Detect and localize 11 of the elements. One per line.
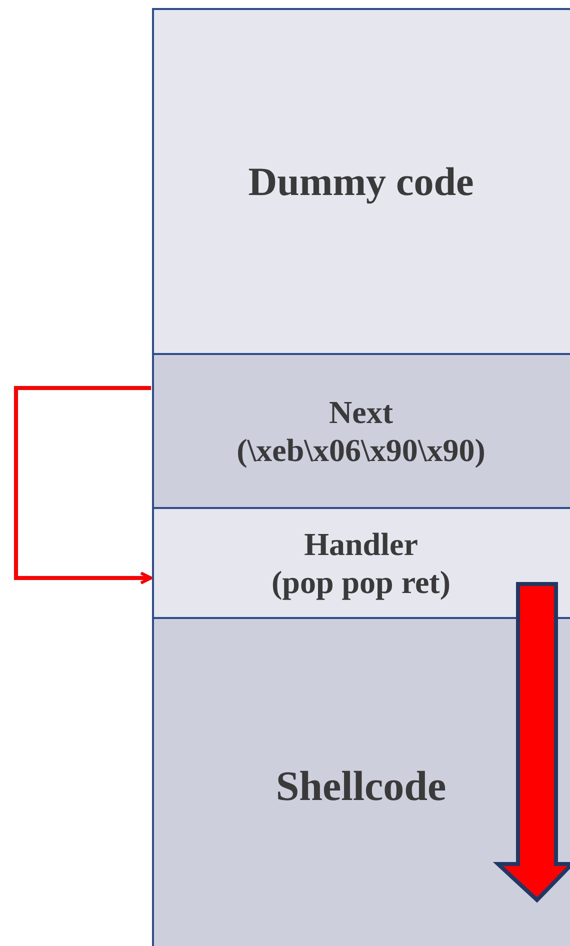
- block-label: Handler: [304, 524, 418, 563]
- block-label: Next: [329, 392, 393, 431]
- block-label: (\xeb\x06\x90\x90): [236, 431, 486, 470]
- block-label: (pop pop ret): [272, 563, 450, 602]
- block-label: Dummy code: [248, 158, 474, 206]
- memory-block: [152, 507, 570, 619]
- block-label: Shellcode: [276, 762, 446, 812]
- memory-block: [152, 617, 570, 946]
- memory-block: [152, 8, 570, 355]
- arrow: [14, 386, 152, 584]
- memory-block: [152, 353, 570, 509]
